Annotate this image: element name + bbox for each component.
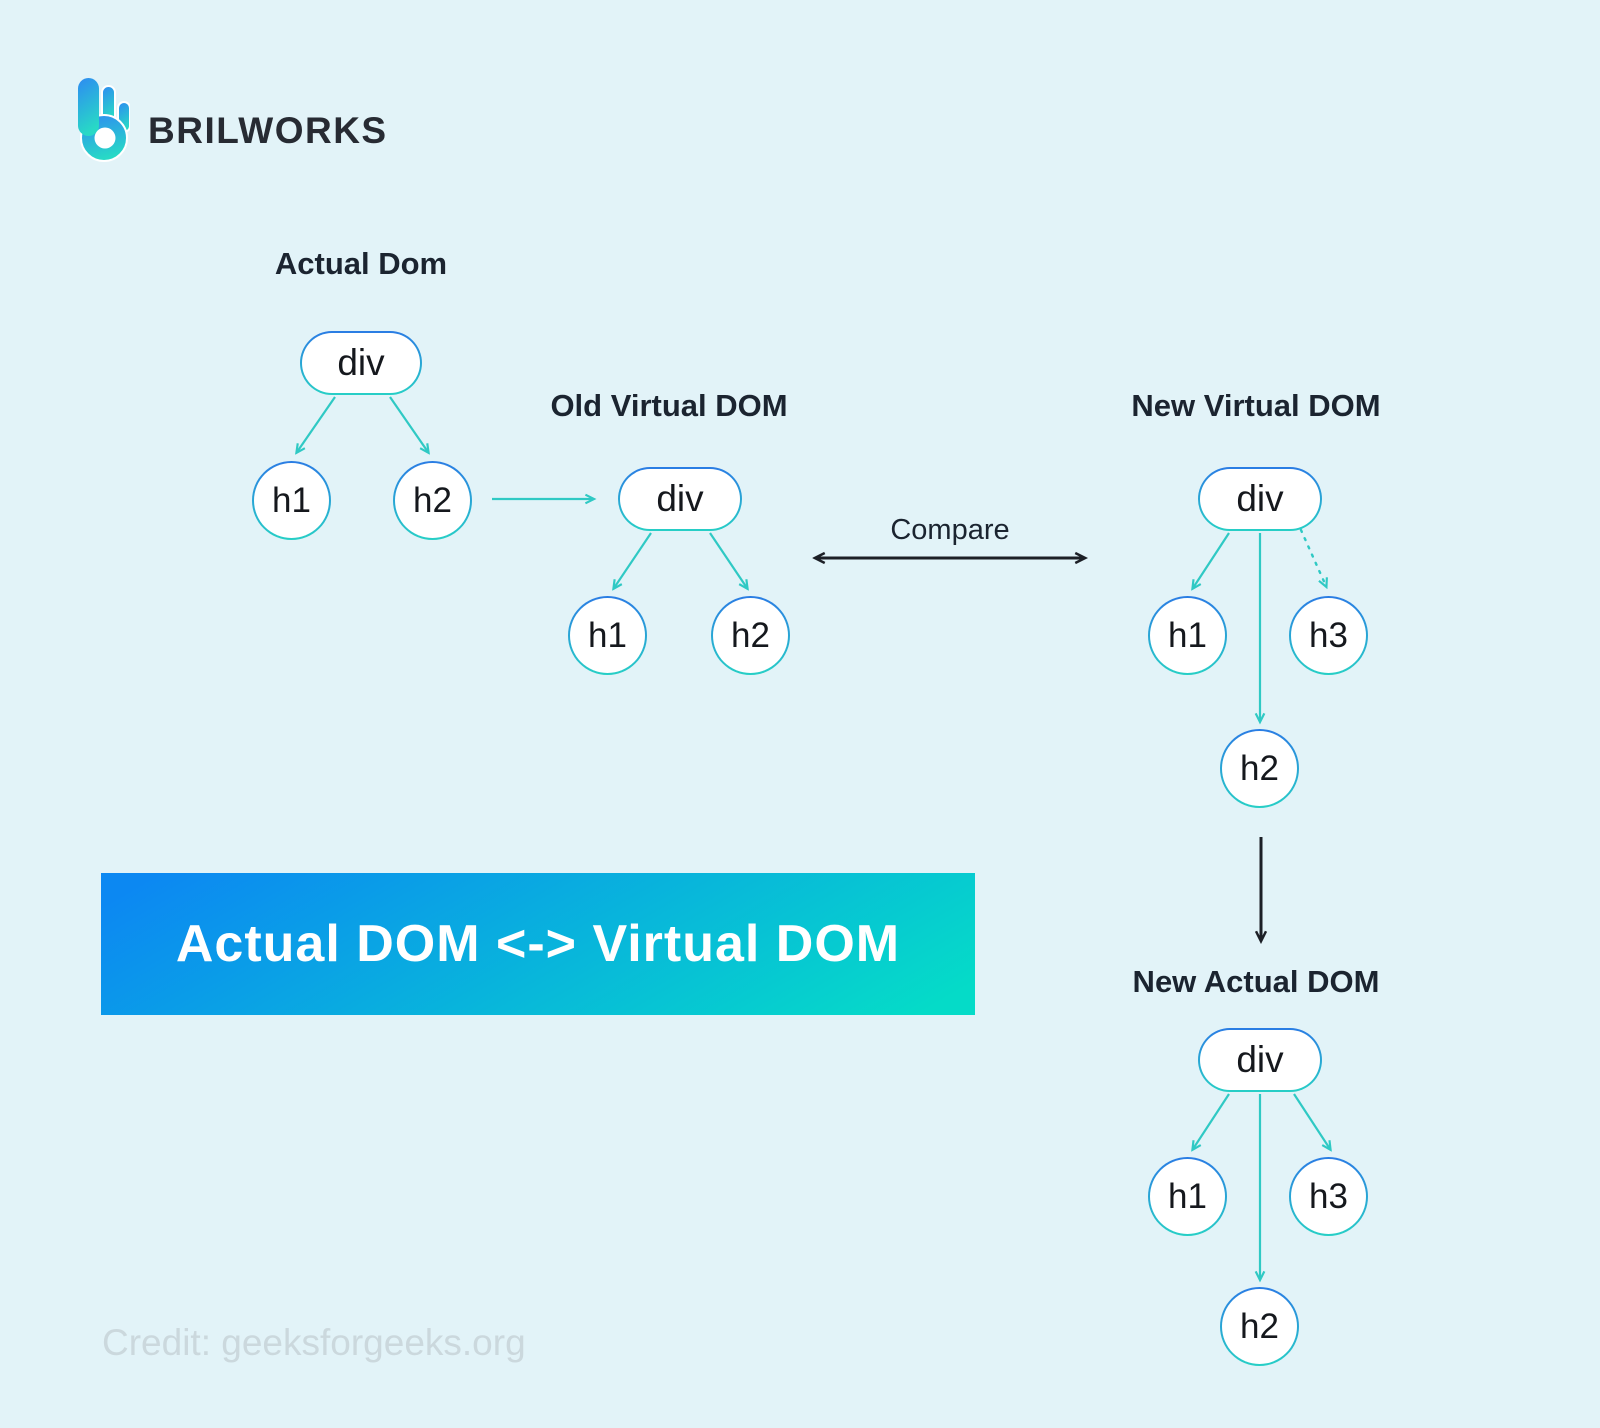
- actual-dom-h1-node: h1: [252, 461, 331, 540]
- new-actual-dom-h1-node: h1: [1148, 1157, 1227, 1236]
- old-virtual-dom-h1-node: h1: [568, 596, 647, 675]
- tree-title-old-virtual-dom: Old Virtual DOM: [550, 388, 788, 423]
- edge-newv-div-h3-dashed: [1299, 528, 1326, 586]
- new-virtual-dom-h3-node: h3: [1289, 596, 1368, 675]
- tree-title-new-virtual-dom: New Virtual DOM: [1131, 388, 1381, 423]
- new-virtual-dom-h1-node: h1: [1148, 596, 1227, 675]
- new-actual-dom-h3-node: h3: [1289, 1157, 1368, 1236]
- compare-label: Compare: [890, 514, 1010, 546]
- edge-newv-div-h1: [1193, 532, 1230, 588]
- banner: Actual DOM <-> Virtual DOM: [101, 873, 975, 1015]
- actual-dom-div-node: div: [300, 331, 422, 395]
- banner-title: Actual DOM <-> Virtual DOM: [175, 915, 901, 973]
- edge-oldv-div-h2: [709, 532, 747, 588]
- old-virtual-dom-div-node: div: [618, 467, 742, 531]
- edge-newa-div-h1: [1193, 1093, 1230, 1149]
- old-virtual-dom-h2-node: h2: [711, 596, 790, 675]
- new-virtual-dom-h2-node: h2: [1220, 729, 1299, 808]
- tree-title-new-actual-dom: New Actual DOM: [1132, 964, 1380, 999]
- edge-newa-div-h3: [1293, 1093, 1330, 1149]
- brand-name: BRILWORKS: [148, 110, 388, 151]
- actual-dom-h2-node: h2: [393, 461, 472, 540]
- brilworks-logo-icon: [78, 78, 130, 162]
- tree-title-actual-dom: Actual Dom: [274, 246, 448, 281]
- edge-actual-div-h1: [297, 396, 336, 452]
- edge-actual-div-h2: [389, 396, 428, 452]
- credit-text: Credit: geeksforgeeks.org: [102, 1322, 526, 1363]
- new-virtual-dom-div-node: div: [1198, 467, 1322, 531]
- new-actual-dom-div-node: div: [1198, 1028, 1322, 1092]
- new-actual-dom-h2-node: h2: [1220, 1287, 1299, 1366]
- edge-oldv-div-h1: [614, 532, 652, 588]
